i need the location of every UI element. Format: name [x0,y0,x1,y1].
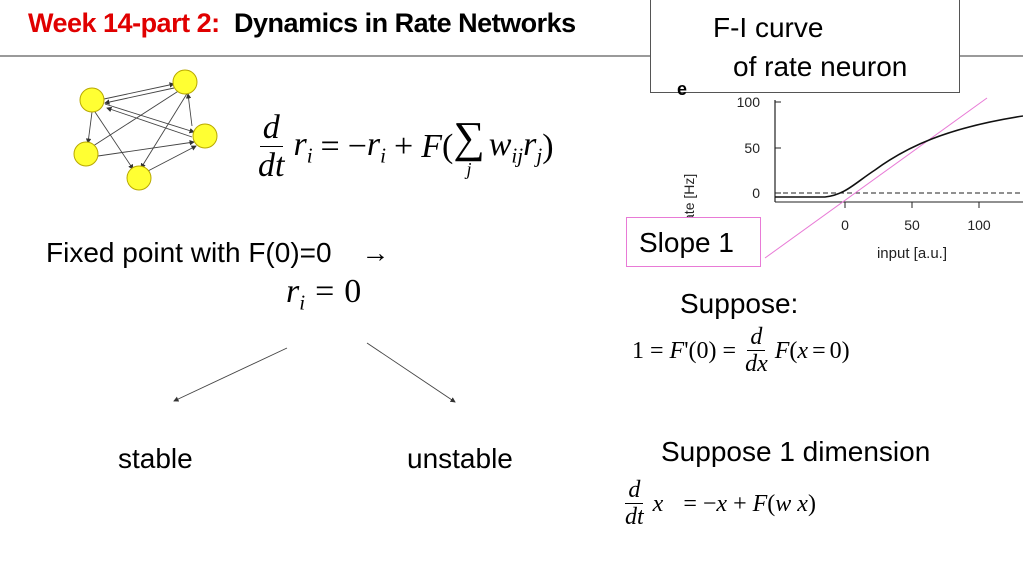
fi-curve-box: F-I curve of rate neuron [650,0,960,93]
edge [106,106,193,138]
network-graph [73,69,218,191]
fi-curve [775,115,1023,198]
page-title: Week 14-part 2: Dynamics in Rate Network… [28,8,576,39]
arrow-to-stable [173,347,288,402]
fixed-point-equation: ri=0 [286,273,362,315]
y-tick-label: 100 [737,94,761,110]
edge [103,82,175,100]
edge [94,111,134,170]
fixed-point-text: Fixed point with F(0)=0 → [46,237,389,269]
fi-curve-line2: of rate neuron [733,51,908,82]
edge [145,145,197,173]
y-tick-label: 0 [752,185,760,201]
suppose-1d-label: Suppose 1 dimension [661,436,931,467]
network-node [73,141,99,167]
edge [85,111,93,144]
network-node [172,69,198,95]
stable-label: stable [118,443,193,474]
slope-1-box: Slope 1 [626,217,761,267]
network-node [79,87,105,113]
x-tick-label: 0 [841,217,849,233]
branch-arrows [173,342,456,403]
right-arrow-icon: → [361,237,390,268]
arrow-to-unstable [366,342,456,403]
panel-label: e [677,79,687,99]
x-tick-label: 50 [904,217,920,233]
fixed-point-label: Fixed point with F(0)=0 [46,237,332,268]
unstable-label: unstable [407,443,513,474]
edge [185,93,193,127]
edge [104,103,195,134]
edge [89,89,181,149]
network-node [126,165,152,191]
network-node [192,123,218,149]
edge [140,91,189,169]
edge [104,87,175,105]
title-main: Dynamics in Rate Networks [234,8,576,38]
suppose-label: Suppose: [680,288,799,319]
edge [97,139,195,157]
x-tick-label: 100 [967,217,991,233]
slope-line [764,97,988,259]
title-prefix: Week 14-part 2: [28,8,220,38]
fi-curve-line1: F-I curve [713,12,824,43]
title-rule [0,55,1023,57]
x-axis-label: input [a.u.] [877,245,947,262]
y-tick-label: 50 [744,140,760,156]
